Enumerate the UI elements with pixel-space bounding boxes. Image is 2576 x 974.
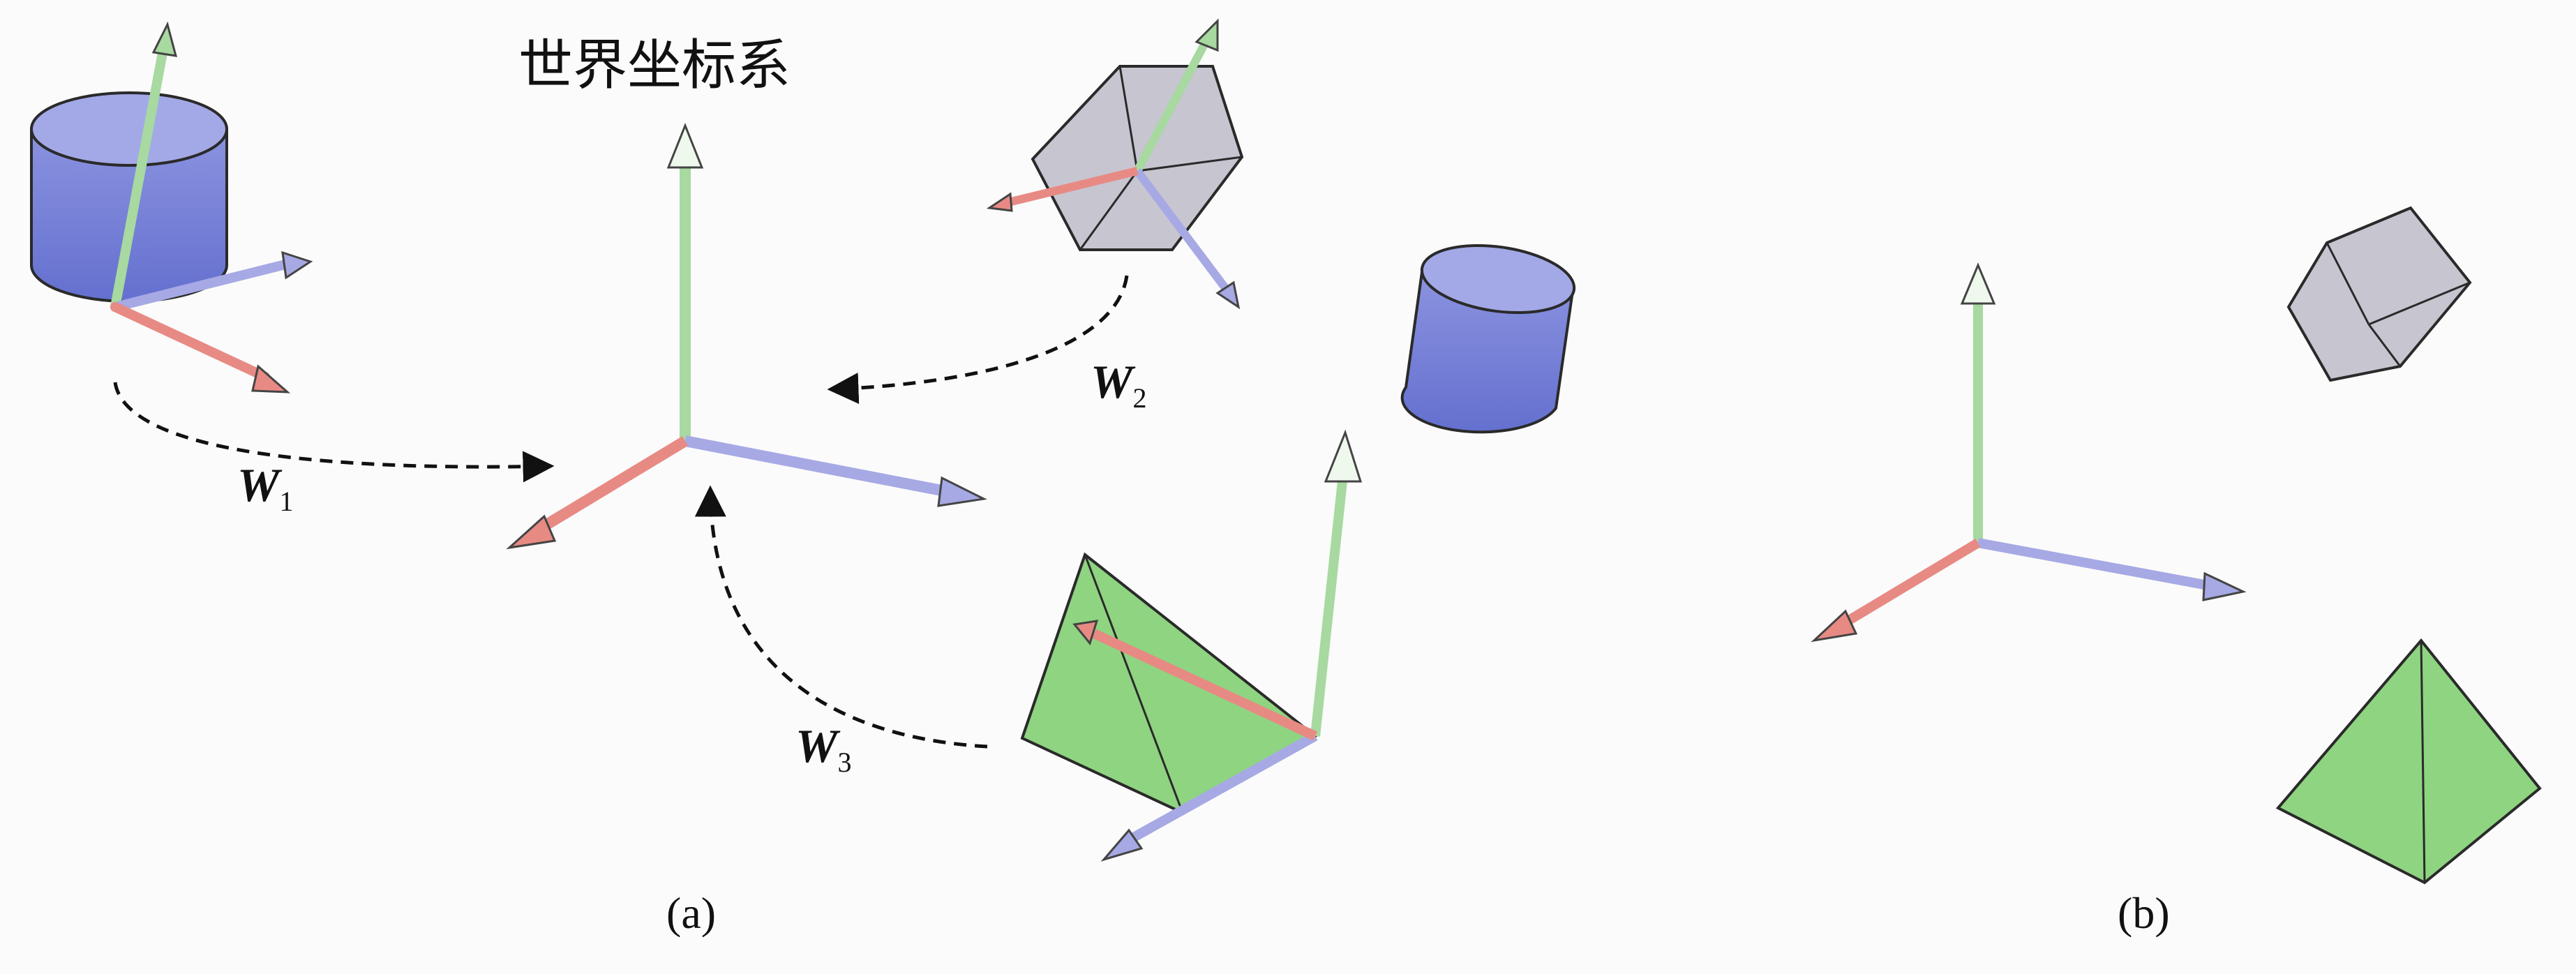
world-axes-b: [1811, 262, 2247, 643]
world-axes-a: [506, 122, 987, 550]
panel-label-b: (b): [2118, 888, 2170, 938]
cube-local-axes: [986, 18, 1241, 310]
transform-arrow-w3: [694, 485, 988, 749]
pyramid-object-b: [2275, 638, 2542, 885]
label-w1: W1: [237, 458, 293, 517]
pyramid-local-axes: [1072, 429, 1363, 862]
cylinder-object-a: [30, 91, 228, 303]
panel-label-a: (a): [666, 888, 716, 938]
cylinder-object-a-world: [1400, 244, 1576, 434]
cube-object-a: [1031, 65, 1244, 251]
label-w2: W2: [1091, 355, 1146, 414]
cylinder-local-axes: [110, 21, 313, 394]
world-frame-title: 世界坐标系: [518, 34, 791, 97]
pyramid-object-a: [1020, 552, 1318, 815]
transform-arrow-w2: [827, 275, 1129, 405]
cube-object-b: [2286, 206, 2472, 382]
transform-arrow-w1: [113, 382, 555, 483]
label-w3: W3: [795, 719, 851, 778]
